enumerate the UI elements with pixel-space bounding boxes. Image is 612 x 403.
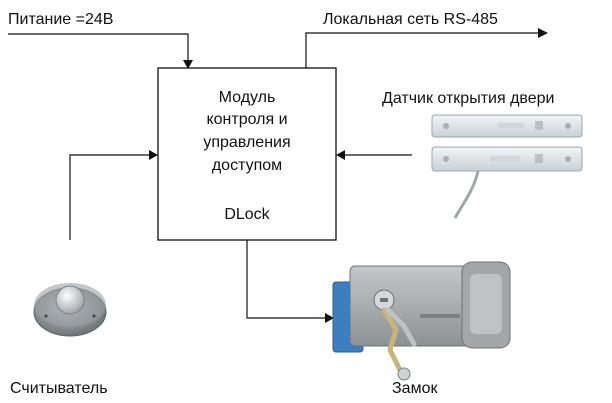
module-line-3: управления bbox=[203, 134, 290, 151]
module-name: DLock bbox=[224, 206, 270, 223]
reader-icon bbox=[33, 283, 107, 337]
power-label: Питание =24В bbox=[8, 11, 113, 28]
reader-wire bbox=[69, 154, 152, 240]
lock-label: Замок bbox=[392, 380, 438, 397]
network-label: Локальная сеть RS-485 bbox=[323, 11, 498, 28]
power-wire bbox=[8, 33, 189, 62]
reader-arrow bbox=[149, 150, 158, 160]
reader-label: Считыватель bbox=[10, 380, 108, 397]
module-line-2: контроля и bbox=[206, 111, 287, 128]
lock-icon bbox=[332, 261, 511, 381]
door-sensor-icon bbox=[431, 114, 583, 219]
door-sensor-label: Датчик открытия двери bbox=[382, 90, 554, 107]
module-line-1: Модуль bbox=[219, 89, 276, 106]
lock-wire bbox=[246, 240, 328, 319]
network-arrow bbox=[538, 28, 548, 38]
lock-arrow bbox=[325, 313, 334, 323]
network-wire bbox=[305, 32, 540, 68]
module-line-4: доступом bbox=[212, 157, 282, 174]
sensor-arrow bbox=[336, 150, 345, 160]
power-arrow bbox=[183, 60, 193, 69]
